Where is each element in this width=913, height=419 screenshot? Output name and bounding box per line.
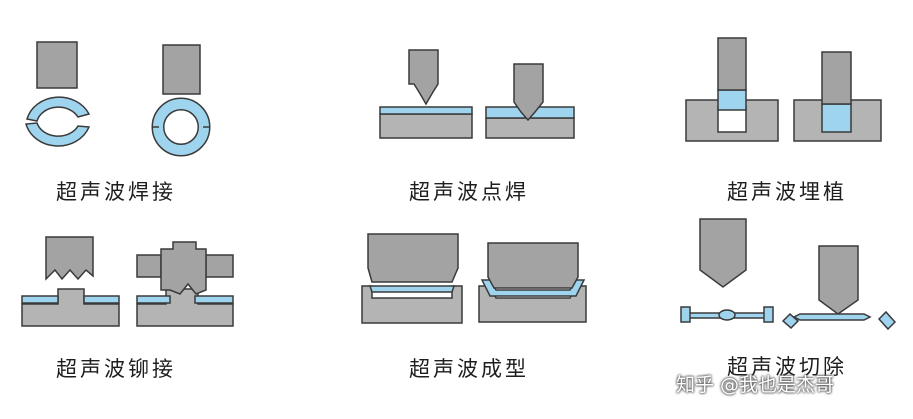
riveting-base-left [21,288,120,327]
watermark: 知乎 @我也是杰哥 [676,374,835,396]
welding-horn-right [162,44,201,95]
cutting-part-left-end-a [680,306,691,323]
cutting-part-left-end-b [763,306,774,323]
forming-horn-left [367,233,459,283]
riveting-sheet-right-a [136,295,171,304]
spot-welding-base-left [379,113,473,139]
cutting-horn-right [818,245,859,315]
cutting-diagram [680,218,897,331]
spot-welding-diagram [379,49,575,139]
welding-ring-part-left-top [26,96,91,122]
cutting-part-right [792,313,872,321]
inserting-insert-right [821,103,852,133]
forming-diagram [361,233,587,324]
riveting-clamp-right [205,254,234,278]
label-inserting: 超声波埋植 [727,180,847,204]
label-welding: 超声波焊接 [56,180,176,204]
label-forming: 超声波成型 [409,357,529,381]
inserting-horn-left [717,37,747,91]
riveting-sheet-right-b [194,295,234,304]
label-riveting: 超声波铆接 [56,357,176,381]
forming-horn-right [487,242,579,289]
cutting-part-left-center [718,309,736,321]
spot-welding-base-right [485,117,575,139]
riveting-clamp-left [136,254,162,278]
spot-welding-tool-left [408,49,439,106]
inserting-insert-left [717,89,747,111]
spot-welding-tool-right [513,63,544,122]
inserting-diagram [685,37,882,142]
riveting-sheet-left-a [21,295,59,304]
cutting-scrap-left [781,312,800,330]
riveting-sheet-left-b [83,295,120,304]
riveting-base-right [136,288,234,327]
riveting-diagram [21,236,234,327]
cutting-scrap-right [877,310,897,331]
inserting-hole-left [717,106,747,133]
inserting-horn-right [821,51,852,105]
welding-diagram [25,41,211,157]
welding-horn-left [36,41,78,89]
riveting-horn-right [160,241,207,295]
label-cutting: 超声波切除 [727,355,847,379]
cutting-horn-left [699,218,747,288]
welding-ring-part-left-bottom [25,122,91,147]
spot-welding-sheet-left [379,106,473,115]
riveting-horn-left [45,236,94,281]
label-spot-welding: 超声波点焊 [409,180,529,204]
forming-sheet-left [368,285,456,293]
